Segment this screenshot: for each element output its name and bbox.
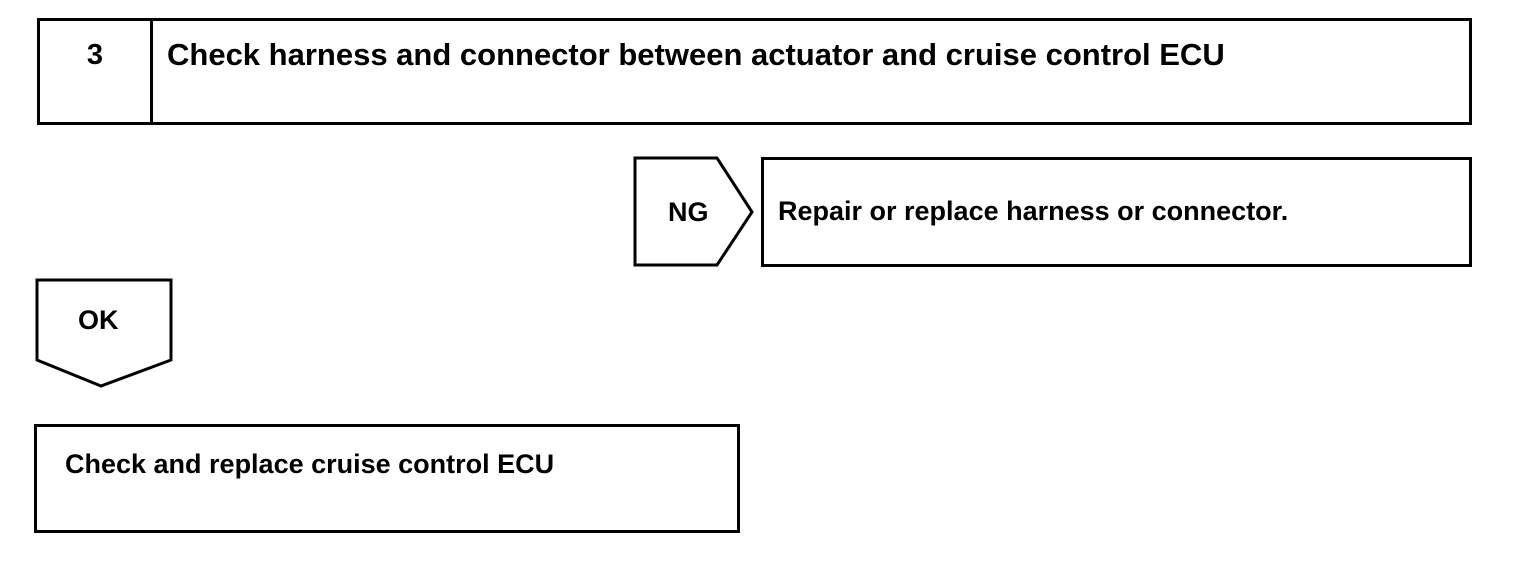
step-number: 3 [86,39,104,71]
step-title: Check harness and connector between actu… [167,37,1225,72]
ng-action-text: Repair or replace harness or connector. [778,196,1289,226]
ok-label: OK [78,305,119,335]
ok-action-text: Check and replace cruise control ECU [65,449,555,479]
ng-label: NG [668,197,709,227]
ok-arrow-icon [35,278,173,388]
ok-action-box: Check and replace cruise control ECU [34,424,740,533]
ng-action-box: Repair or replace harness or connector. [761,157,1472,267]
ng-arrow-icon [633,156,754,267]
step-box: 3 Check harness and connector between ac… [37,18,1472,125]
step-number-cell: 3 [40,21,153,122]
